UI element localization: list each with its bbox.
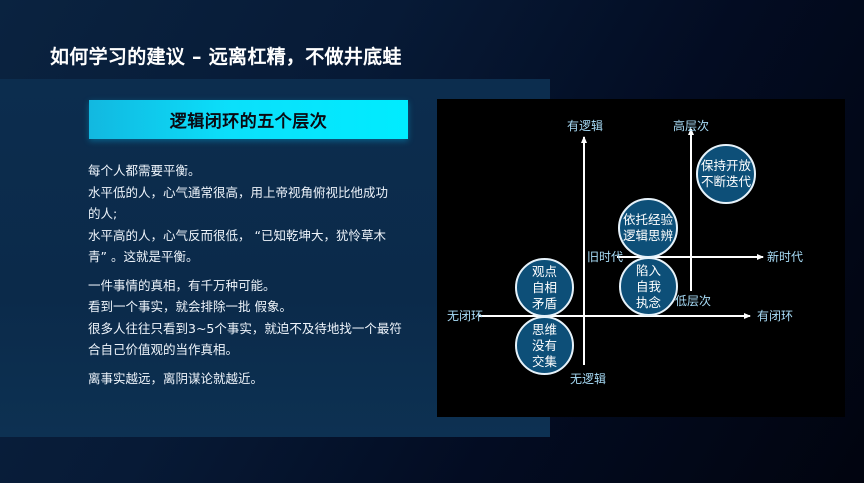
circle-no-common-ground: 思维 没有 交集 bbox=[515, 316, 574, 375]
circle-text: 观点 bbox=[531, 263, 557, 279]
paragraph-truth: 一件事情的真相，有千万种可能。 看到一个事实，就会排除一批 假象。 很多人往往只… bbox=[88, 275, 408, 361]
text-line: 青” 。这就是平衡。 bbox=[88, 249, 199, 264]
text-line: 水平低的人，心气通常很高，用上帝视角俯视比他成功 bbox=[88, 184, 389, 200]
circle-text: 不断迭代 bbox=[700, 174, 751, 189]
text-line: 很多人往往只看到3~5个事实，就迫不及待地找一个最符 bbox=[88, 320, 402, 336]
circle-self-obsession: 陷入 自我 执念 bbox=[619, 257, 678, 316]
circle-text: 依托经验 bbox=[622, 212, 673, 227]
axis-label-new-era: 新时代 bbox=[767, 250, 804, 264]
text-line: 一件事情的真相，有千万种可能。 bbox=[88, 277, 276, 293]
axis-label-no-loop: 无闭环 bbox=[447, 309, 484, 323]
slide-title: 如何学习的建议 – 远离杠精，不做井底蛙 bbox=[50, 46, 402, 68]
circle-contradictory-views: 观点 自相 矛盾 bbox=[515, 258, 574, 317]
logic-loop-diagram: 有逻辑 无逻辑 无闭环 有闭环 旧时代 新时代 高层次 低层次 观点 自相 矛盾… bbox=[437, 99, 845, 417]
text-line: 的人; bbox=[88, 206, 118, 221]
body-text: 每个人都需要平衡。 水平低的人，心气通常很高，用上帝视角俯视比他成功 的人; 水… bbox=[88, 160, 408, 396]
circle-text: 自我 bbox=[635, 278, 661, 294]
circle-open-iterating: 保持开放 不断迭代 bbox=[696, 144, 756, 204]
paragraph-balance: 每个人都需要平衡。 水平低的人，心气通常很高，用上帝视角俯视比他成功 的人; 水… bbox=[88, 160, 408, 268]
circle-text: 执念 bbox=[635, 294, 661, 310]
text-line: 每个人都需要平衡。 bbox=[88, 163, 201, 178]
axis-label-old-era: 旧时代 bbox=[587, 250, 624, 264]
circle-text: 没有 bbox=[531, 337, 557, 353]
circle-text: 逻辑思辨 bbox=[622, 228, 673, 243]
axis-label-low-level: 低层次 bbox=[675, 294, 712, 308]
section-banner: 逻辑闭环的五个层次 bbox=[89, 100, 408, 139]
axis-label-high-level: 高层次 bbox=[673, 119, 710, 133]
circle-text: 陷入 bbox=[635, 262, 661, 278]
circle-text: 思维 bbox=[531, 321, 557, 337]
section-banner-title: 逻辑闭环的五个层次 bbox=[169, 112, 328, 132]
axis-label-has-loop: 有闭环 bbox=[757, 309, 794, 323]
circle-text: 矛盾 bbox=[531, 295, 557, 311]
circle-text: 交集 bbox=[531, 353, 557, 369]
axis-label-has-logic: 有逻辑 bbox=[567, 119, 604, 133]
circle-text: 自相 bbox=[531, 279, 557, 295]
paragraph-conspiracy: 离事实越远，离阴谋论就越近。 bbox=[88, 368, 408, 390]
text-line: 水平高的人，心气反而很低， “已知乾坤大，犹怜草木 bbox=[88, 227, 386, 243]
text-line: 看到一个事实，就会排除一批 假象。 bbox=[88, 299, 292, 314]
text-line: 合自己价值观的当作真相。 bbox=[88, 342, 239, 357]
circle-text: 保持开放 bbox=[700, 158, 751, 173]
text-line: 离事实越远，离阴谋论就越近。 bbox=[88, 370, 264, 386]
circle-experience-reasoning: 依托经验 逻辑思辨 bbox=[618, 198, 678, 258]
axis-label-no-logic: 无逻辑 bbox=[570, 372, 607, 386]
